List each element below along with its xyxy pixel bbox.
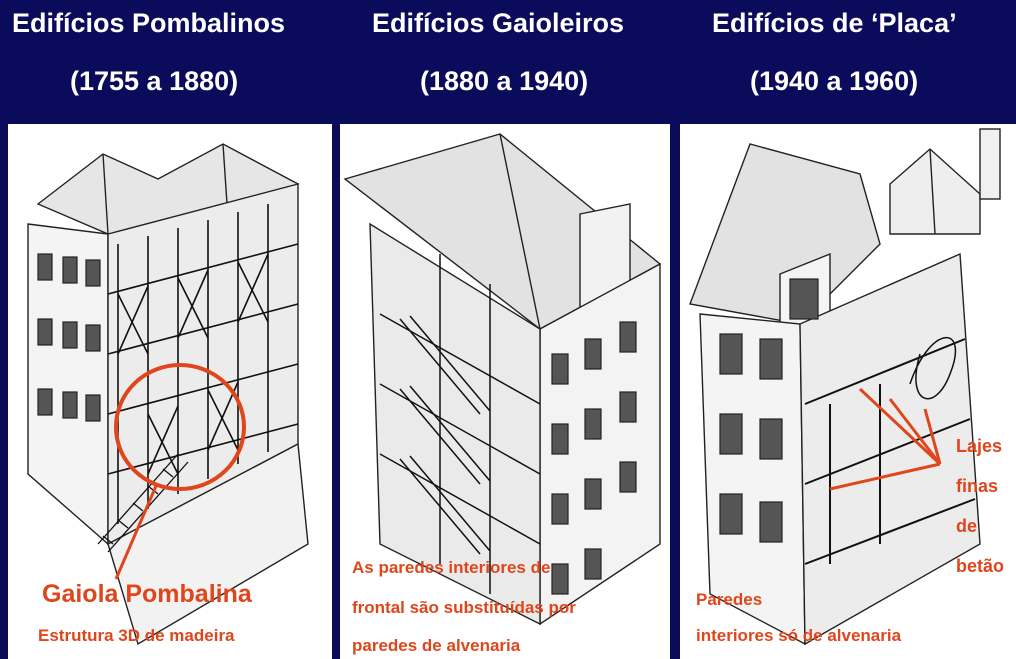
period-placa: (1940 a 1960) <box>750 66 919 96</box>
gaioleiro-building-drawing <box>343 133 662 626</box>
gaioleiro-caption-line-3: paredes de alvenaria <box>352 636 521 655</box>
panel-placa: Lajes finas de betão Paredes interiores … <box>680 124 1016 659</box>
gaioleiro-caption-line-1: As paredes interiores de <box>352 558 551 577</box>
lajes-label-line-2: finas <box>956 476 999 496</box>
pombalino-building-drawing <box>27 143 309 646</box>
panel-pombalinos: Gaiola Pombalina Estrutura 3D de madeira <box>8 124 332 659</box>
gaiola-label: Gaiola Pombalina <box>42 580 252 608</box>
title-pombalinos: Edifícios Pombalinos <box>12 8 286 38</box>
placa-building-drawing <box>689 128 1001 646</box>
gaioleiro-caption-line-2: frontal são substituídas por <box>352 598 576 617</box>
title-gaioleiros: Edifícios Gaioleiros <box>372 8 625 38</box>
header-band <box>0 0 1016 124</box>
period-pombalinos: (1755 a 1880) <box>70 66 239 96</box>
period-gaioleiros: (1880 a 1940) <box>420 66 589 96</box>
lajes-label-line-1: Lajes <box>956 436 1003 456</box>
lajes-label-line-3: de <box>956 516 978 536</box>
title-placa: Edifícios de ‘Placa’ <box>712 8 957 38</box>
gaiola-caption: Estrutura 3D de madeira <box>38 626 235 645</box>
gaiola-highlight-circle <box>114 363 246 491</box>
placa-caption-line-1: Paredes <box>696 590 763 609</box>
slab-pointer-lines <box>829 387 942 491</box>
gaiola-pointer-line <box>114 485 158 580</box>
lajes-label-line-4: betão <box>956 556 1005 576</box>
placa-caption-line-2: interiores só de alvenaria <box>696 626 902 645</box>
panel-gaioleiros: As paredes interiores de frontal são sub… <box>340 124 670 659</box>
